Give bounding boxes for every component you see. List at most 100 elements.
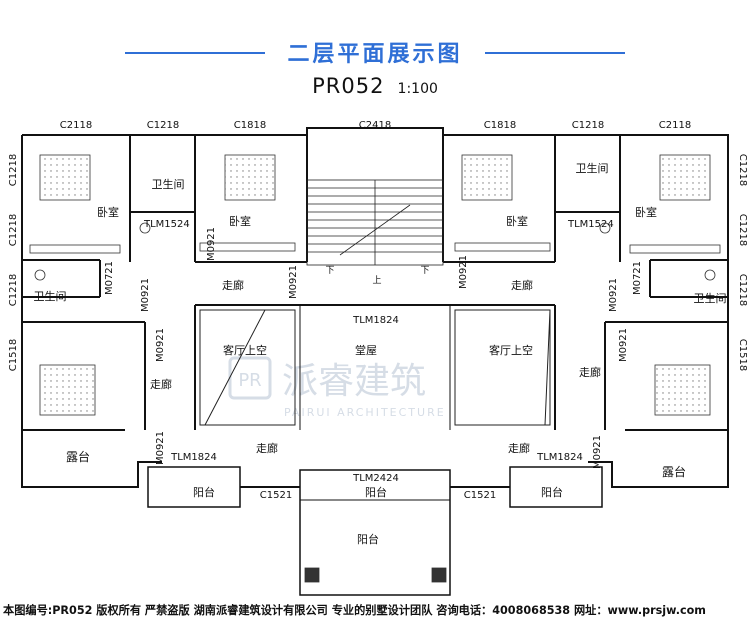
door-label: TLM1524 — [143, 219, 190, 230]
basin — [34, 269, 46, 281]
window-label: C1218 — [147, 120, 179, 131]
door-label: TLM1824 — [536, 452, 583, 463]
door-label: TLM2424 — [352, 473, 399, 484]
title-line-right — [485, 52, 625, 54]
room-label: 客厅上空 — [223, 343, 267, 357]
room-label: 走廊 — [150, 377, 172, 391]
room-label: 卧室 — [635, 205, 657, 219]
window-label: C1818 — [234, 120, 266, 131]
room-label: 堂屋 — [355, 344, 377, 357]
door-label: M0721 — [104, 261, 115, 295]
basin — [599, 222, 611, 234]
walls — [21, 127, 729, 596]
room-label: 走廊 — [222, 278, 244, 292]
room-label: 阳台 — [193, 485, 215, 499]
room-label: 卧室 — [97, 205, 119, 219]
room-label: 卧室 — [506, 214, 528, 228]
bed — [39, 154, 91, 201]
window-label: C2118 — [659, 120, 691, 131]
outer-wall-left — [21, 135, 162, 488]
void-left-panel — [199, 309, 296, 426]
door-label: M0921 — [618, 328, 629, 362]
door-label: M0721 — [632, 261, 643, 295]
plan-code: PR052 — [312, 74, 385, 98]
header: 二层平面展示图 PR052 1:100 — [0, 0, 750, 110]
wardrobe — [454, 242, 551, 252]
plan-scale: 1:100 — [397, 81, 438, 97]
bed — [39, 364, 96, 416]
window-label: C2418 — [359, 120, 391, 131]
outer-wall-top-right — [22, 127, 729, 488]
watermark-logo-letters: PR — [238, 370, 261, 391]
room-labels: 卫生间 卧室 卧室 卫生间 走廊 走廊 走廊 客厅上空 堂屋 客厅上空 卧室 卫… — [34, 161, 727, 546]
door-label: M0921 — [608, 278, 619, 312]
door-label: M0921 — [458, 255, 469, 289]
floor-plan: PR 派睿建筑 PAIRUI ARCHITECTURE — [8, 120, 748, 596]
room-label: 客厅上空 — [489, 343, 533, 357]
balcony-right-outline — [509, 466, 603, 508]
bed — [224, 154, 276, 201]
door-label: TLM1524 — [567, 219, 614, 230]
window-label: C2118 — [60, 120, 92, 131]
door-label: M0921 — [155, 328, 166, 362]
door-label: TLM1824 — [352, 315, 399, 326]
room-label: 走廊 — [508, 441, 530, 455]
balcony-left-outline — [147, 466, 241, 508]
room-label: 阳台 — [357, 532, 379, 546]
window-label: C1521 — [260, 490, 292, 501]
room-label: 卫生间 — [576, 161, 609, 175]
door-label: TLM1824 — [170, 452, 217, 463]
furniture — [29, 154, 721, 583]
footer-banner: 本图编号:PR052 版权所有 严禁盗版 湖南派睿建筑设计有限公司 专业的别墅设… — [0, 600, 750, 621]
bed — [659, 154, 711, 201]
room-label: 阳台 — [541, 485, 563, 499]
window-label: C1218 — [572, 120, 604, 131]
door-label: M0921 — [140, 278, 151, 312]
void-panels — [199, 309, 551, 426]
window-label: C1521 — [464, 490, 496, 501]
window-label: C1218 — [737, 274, 748, 306]
room-label: 露台 — [66, 449, 90, 464]
room-label: 露台 — [662, 464, 686, 479]
window-label: C1218 — [737, 214, 748, 246]
watermark-name: 派睿建筑 — [282, 361, 426, 402]
watermark: PR 派睿建筑 PAIRUI ARCHITECTURE — [228, 356, 446, 419]
door-label: M0921 — [592, 435, 603, 469]
page-title: 二层平面展示图 — [287, 42, 463, 67]
room-label: 走廊 — [579, 365, 601, 379]
door-label: M0921 — [288, 265, 299, 299]
watermark-subtitle: PAIRUI ARCHITECTURE — [284, 406, 446, 419]
door-label: M0921 — [155, 431, 166, 465]
window-label: C1218 — [8, 274, 19, 306]
plan-code-row: PR052 1:100 — [0, 74, 750, 98]
bed — [654, 364, 711, 416]
stair-break-line — [339, 204, 411, 256]
window-label: C1218 — [8, 214, 19, 246]
void-right-panel — [454, 309, 551, 426]
stair-label: 下 — [420, 266, 429, 276]
staircase — [306, 179, 444, 266]
room-label: 卧室 — [229, 214, 251, 228]
basin — [704, 269, 716, 281]
window-label: C1818 — [484, 120, 516, 131]
basin — [139, 222, 151, 234]
wardrobe — [199, 242, 296, 252]
bed — [461, 154, 513, 201]
room-label: 卫生间 — [152, 177, 185, 191]
stair-label: 下 — [325, 266, 334, 276]
room-label: 走廊 — [256, 441, 278, 455]
room-label: 阳台 — [365, 485, 387, 499]
title-line-left — [125, 52, 265, 54]
wardrobe — [29, 244, 121, 254]
window-label: C1218 — [737, 154, 748, 186]
stair-label: 上 — [372, 275, 381, 286]
room-label: 卫生间 — [34, 289, 67, 303]
room-label: 走廊 — [511, 278, 533, 292]
planter — [431, 567, 447, 583]
balcony-center-outline — [299, 469, 451, 596]
room-label: 卫生间 — [694, 291, 727, 305]
window-label: C1518 — [8, 339, 19, 371]
door-label: M0921 — [206, 227, 217, 261]
window-labels: C2118 C1218 C1818 C2418 C1818 C1218 C211… — [8, 120, 748, 501]
wardrobe — [629, 244, 721, 254]
